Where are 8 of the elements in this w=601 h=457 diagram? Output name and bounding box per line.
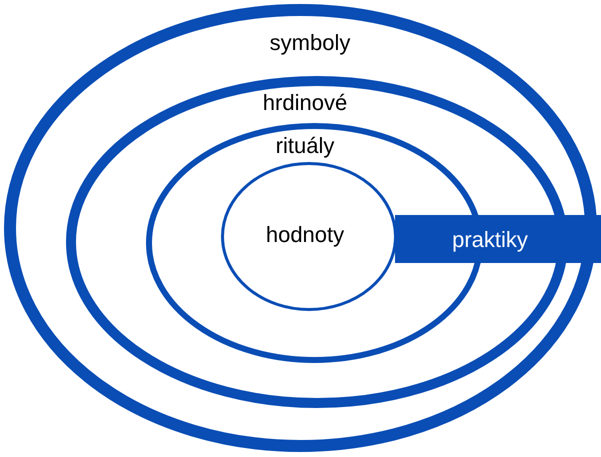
layer-label: praktiky [452, 227, 528, 253]
layer-label: hrdinové [262, 90, 348, 116]
layer-ellipse [221, 162, 397, 311]
layer-label: symboly [270, 30, 350, 56]
layer-label: hodnoty [266, 222, 344, 248]
layer-ellipse [4, 4, 597, 452]
layer-label: rituály [276, 133, 334, 159]
layer-ellipse [66, 76, 568, 408]
